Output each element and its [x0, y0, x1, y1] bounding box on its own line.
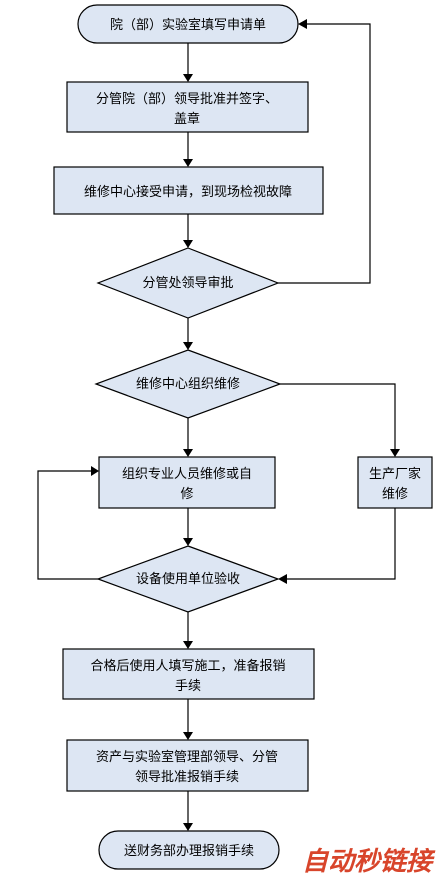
end-label: 送财务部办理报销手续: [124, 843, 254, 859]
vendor-repair-line2: 维修: [382, 487, 408, 502]
reimburse-form-line2: 手续: [175, 679, 201, 694]
self-repair-line2: 修: [180, 487, 193, 502]
vendor-repair-line1: 生产厂家: [369, 466, 421, 482]
approve-decision-label: 分管处领导审批: [142, 276, 233, 291]
end-terminal: [98, 830, 280, 870]
leaders-approve-line2: 领导批准报销手续: [135, 770, 239, 785]
start-label: 院（部）实验室填写申请单: [110, 17, 266, 33]
sign-step-box: [66, 81, 309, 133]
self-repair-box: [98, 456, 276, 509]
watermark-logo: 自动秒链接: [302, 847, 436, 877]
inspect-step-box: [53, 166, 324, 215]
sign-step-line2: 盖章: [174, 111, 200, 127]
reimburse-form-line1: 合格后使用人填写施工，准备报销: [90, 658, 285, 674]
leaders-approve-box: [66, 739, 309, 792]
self-repair-line1: 组织专业人员维修或自: [122, 467, 252, 482]
vendor-repair-box: [357, 456, 433, 509]
inspect-step-label: 维修中心接受申请，到现场检视故障: [84, 184, 292, 200]
reimburse-form-box: [62, 648, 315, 700]
repair-decision-label: 维修中心组织维修: [136, 377, 240, 392]
accept-decision-label: 设备使用单位验收: [136, 571, 240, 587]
leaders-approve-line1: 资产与实验室管理部领导、分管: [96, 749, 278, 765]
connectors: [37, 19, 400, 831]
sign-step-line1: 分管院（部）领导批准并签字、: [96, 91, 278, 107]
